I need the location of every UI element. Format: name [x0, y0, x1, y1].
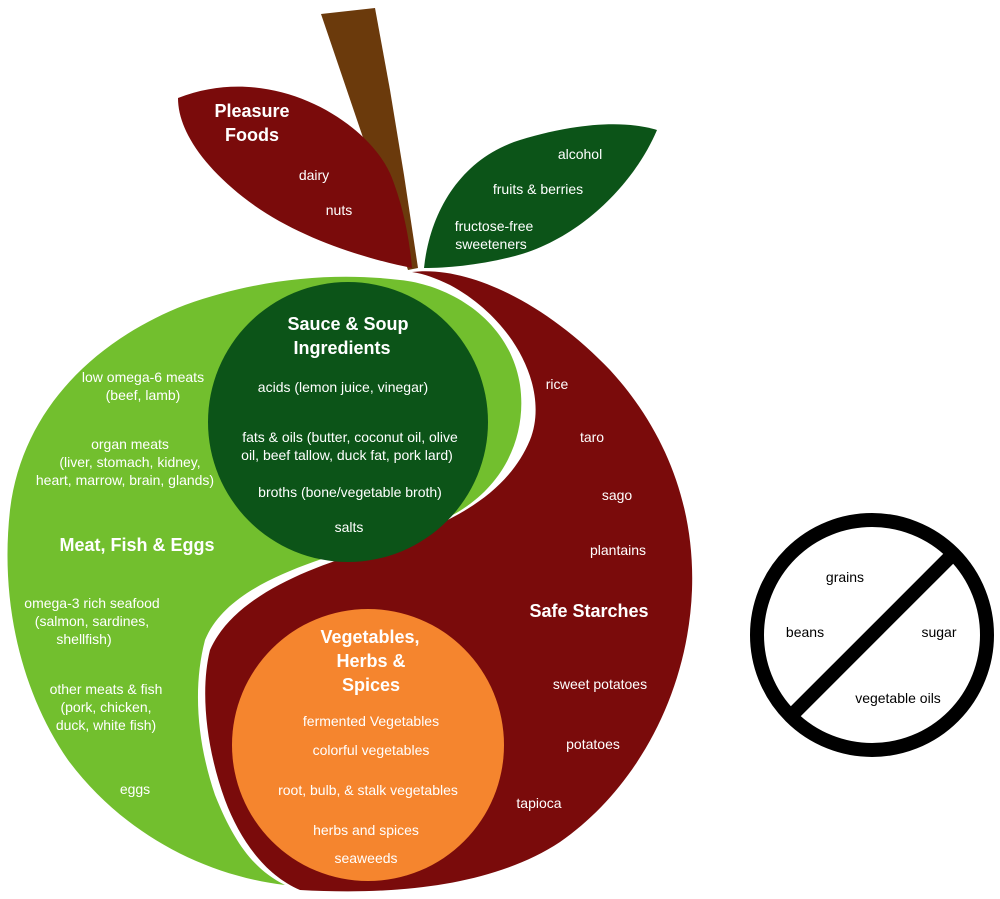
sauce-item-fats-line1: fats & oils (butter, coconut oil, olive — [242, 429, 458, 445]
meat-item-low6-line2: (beef, lamb) — [106, 387, 181, 403]
veg-title-line1: Vegetables, — [320, 627, 419, 647]
leaf-petal — [424, 124, 657, 268]
pleasure-foods-title-line2: Foods — [225, 125, 279, 145]
sauce-soup-circle — [208, 282, 488, 562]
sauce-title-line2: Ingredients — [293, 338, 390, 358]
leaf-item-fruits: fruits & berries — [493, 181, 583, 197]
pleasure-item-nuts: nuts — [326, 202, 352, 218]
veg-item-herbs: herbs and spices — [313, 822, 419, 838]
meat-item-omega3-line3: shellfish) — [56, 631, 111, 647]
avoid-item-grains: grains — [826, 569, 864, 585]
meat-item-other-line1: other meats & fish — [50, 681, 163, 697]
meat-item-organ-line3: heart, marrow, brain, glands) — [36, 472, 214, 488]
sauce-item-salts: salts — [335, 519, 364, 535]
meat-item-organ-line2: (liver, stomach, kidney, — [59, 454, 200, 470]
sauce-item-acids: acids (lemon juice, vinegar) — [258, 379, 428, 395]
meat-item-eggs: eggs — [120, 781, 150, 797]
meat-item-organ-line1: organ meats — [91, 436, 169, 452]
vegetables-circle — [232, 609, 504, 881]
meat-item-low6-line1: low omega-6 meats — [82, 369, 204, 385]
leaf-item-alcohol: alcohol — [558, 146, 602, 162]
meat-item-omega3-line1: omega-3 rich seafood — [24, 595, 159, 611]
starch-item-potatoes: potatoes — [566, 736, 620, 752]
pleasure-foods-title-line1: Pleasure — [214, 101, 289, 121]
veg-item-colorful: colorful vegetables — [313, 742, 430, 758]
pleasure-foods-petal — [178, 86, 412, 268]
veg-item-fermented: fermented Vegetables — [303, 713, 439, 729]
starch-item-taro: taro — [580, 429, 604, 445]
meat-item-other-line3: duck, white fish) — [56, 717, 156, 733]
starch-item-plantains: plantains — [590, 542, 646, 558]
leaf-item-fructose-line1: fructose-free — [455, 218, 534, 234]
sauce-title-line1: Sauce & Soup — [287, 314, 408, 334]
meat-item-other-line2: (pork, chicken, — [60, 699, 151, 715]
veg-item-root: root, bulb, & stalk vegetables — [278, 782, 458, 798]
starch-title: Safe Starches — [529, 601, 648, 621]
starch-item-sweet-potatoes: sweet potatoes — [553, 676, 647, 692]
meat-title: Meat, Fish & Eggs — [59, 535, 214, 555]
meat-item-omega3-line2: (salmon, sardines, — [35, 613, 149, 629]
veg-item-seaweeds: seaweeds — [334, 850, 397, 866]
pleasure-item-dairy: dairy — [299, 167, 329, 183]
veg-title-line3: Spices — [342, 675, 400, 695]
sauce-item-fats-line2: oil, beef tallow, duck fat, pork lard) — [241, 447, 453, 463]
starch-item-rice: rice — [546, 376, 569, 392]
avoid-item-sugar: sugar — [921, 624, 956, 640]
prohibited-sign-icon — [750, 513, 994, 757]
starch-item-sago: sago — [602, 487, 633, 503]
avoid-item-beans: beans — [786, 624, 824, 640]
sauce-item-broths: broths (bone/vegetable broth) — [258, 484, 442, 500]
veg-title-line2: Herbs & — [336, 651, 405, 671]
avoid-item-vegetable-oils: vegetable oils — [855, 690, 941, 706]
starch-item-tapioca: tapioca — [516, 795, 561, 811]
leaf-item-fructose-line2: sweeteners — [455, 236, 527, 252]
